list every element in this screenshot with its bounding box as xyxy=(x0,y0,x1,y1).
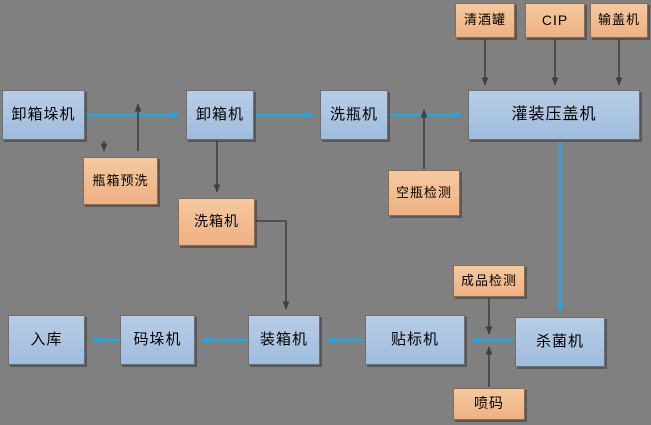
node-cip-label: CIP xyxy=(541,11,569,28)
node-palletizer-label: 码垛机 xyxy=(133,330,182,348)
node-pasteurizer[interactable]: 杀菌机 xyxy=(515,317,605,367)
node-bright-beer-tank[interactable]: 清酒罐 xyxy=(455,3,515,38)
node-labeller-label: 贴标机 xyxy=(390,330,439,348)
node-crate-prewash[interactable]: 瓶箱预洗 xyxy=(83,157,158,205)
node-uncaser[interactable]: 卸箱机 xyxy=(186,90,254,140)
node-labeller[interactable]: 贴标机 xyxy=(365,315,465,365)
node-filler-capper[interactable]: 灌装压盖机 xyxy=(468,90,640,140)
node-filler-capper-label: 灌装压盖机 xyxy=(511,106,597,124)
node-cip[interactable]: CIP xyxy=(525,3,585,38)
node-cap-feeder[interactable]: 输盖机 xyxy=(590,3,648,38)
node-bottle-washer[interactable]: 洗瓶机 xyxy=(320,90,388,140)
node-bright-beer-tank-label: 清酒罐 xyxy=(463,12,506,28)
node-crate-washer[interactable]: 洗箱机 xyxy=(178,198,255,246)
node-caser[interactable]: 装箱机 xyxy=(248,315,320,365)
node-crate-washer-label: 洗箱机 xyxy=(194,213,239,230)
node-inkjet-coder[interactable]: 喷码 xyxy=(453,388,525,420)
node-warehouse-label: 入库 xyxy=(30,330,63,348)
node-inkjet-coder-label: 喷码 xyxy=(474,395,504,412)
wire-crate-washer-to-caser xyxy=(256,220,290,310)
node-empty-bottle-inspect-label: 空瓶检测 xyxy=(395,184,452,200)
node-depalletizer[interactable]: 卸箱垛机 xyxy=(2,90,85,140)
node-bottle-washer-label: 洗瓶机 xyxy=(329,105,378,123)
node-product-inspect-label: 成品检测 xyxy=(460,272,517,288)
node-warehouse[interactable]: 入库 xyxy=(8,315,85,365)
node-caser-label: 装箱机 xyxy=(259,330,308,348)
node-crate-prewash-label: 瓶箱预洗 xyxy=(92,172,149,188)
node-palletizer[interactable]: 码垛机 xyxy=(120,315,195,365)
node-empty-bottle-inspect[interactable]: 空瓶检测 xyxy=(388,170,460,216)
node-depalletizer-label: 卸箱垛机 xyxy=(11,105,76,123)
node-cap-feeder-label: 输盖机 xyxy=(597,12,640,28)
node-uncaser-label: 卸箱机 xyxy=(195,105,244,123)
node-product-inspect[interactable]: 成品检测 xyxy=(453,265,525,297)
node-pasteurizer-label: 杀菌机 xyxy=(535,332,584,350)
